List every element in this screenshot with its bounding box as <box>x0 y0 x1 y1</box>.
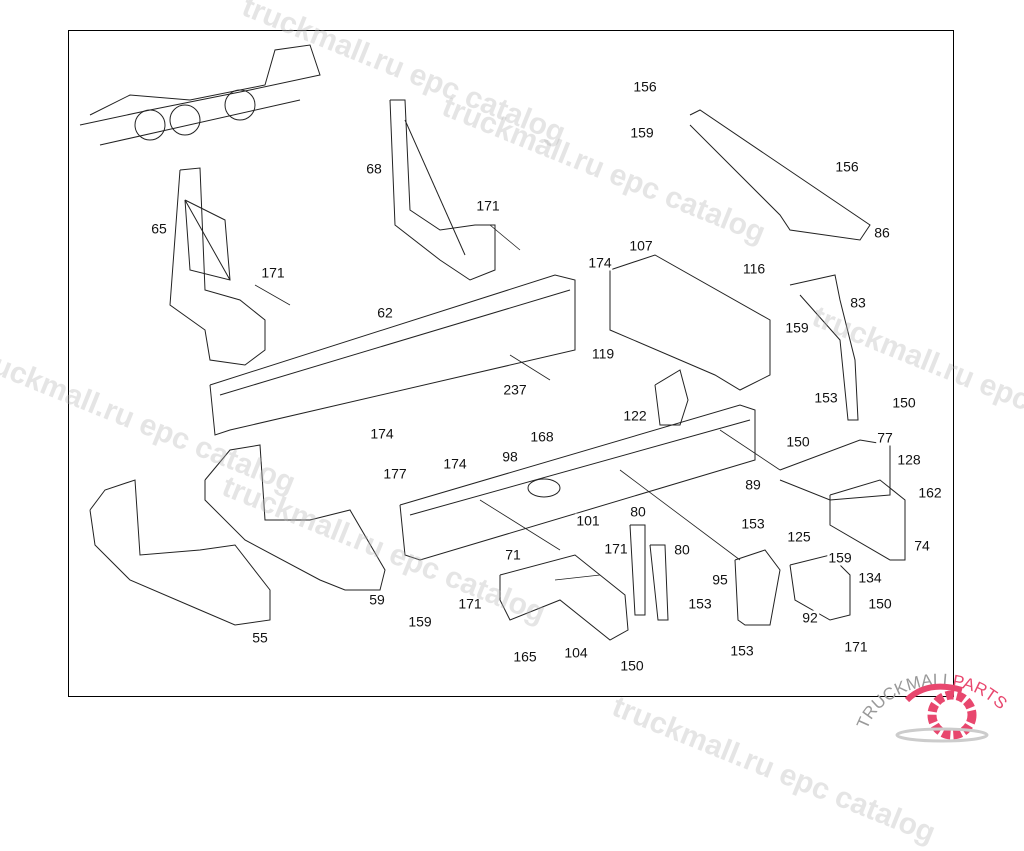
leader-lines <box>254 224 781 581</box>
part-80-b <box>649 544 669 621</box>
part-86 <box>689 109 871 241</box>
callout-label: 171 <box>457 595 483 612</box>
callout-label: 125 <box>786 528 812 545</box>
callout-label: 104 <box>563 644 589 661</box>
callout-label: 156 <box>834 158 860 175</box>
callout-label: 174 <box>587 254 613 271</box>
callout-label: 150 <box>619 657 645 674</box>
callout-label: 174 <box>442 455 468 472</box>
callout-label: 168 <box>529 428 555 445</box>
callout-label: 134 <box>857 569 883 586</box>
callout-label: 162 <box>917 484 943 501</box>
part-98-frame-rail <box>399 404 756 561</box>
callout-label: 156 <box>632 78 658 95</box>
callout-label: 150 <box>785 433 811 450</box>
callout-label: 177 <box>382 465 408 482</box>
callout-label: 98 <box>501 448 519 465</box>
callout-label: 119 <box>590 345 616 362</box>
callout-label: 92 <box>801 609 819 626</box>
callout-label: 153 <box>813 389 839 406</box>
callout-label: 237 <box>502 381 528 398</box>
part-59 <box>204 444 386 591</box>
callout-label: 171 <box>603 540 629 557</box>
callout-label: 55 <box>251 629 269 646</box>
truck-overview <box>79 44 321 146</box>
callout-label: 171 <box>475 197 501 214</box>
callout-label: 153 <box>687 595 713 612</box>
callout-label: 153 <box>729 642 755 659</box>
callout-label: 59 <box>368 591 386 608</box>
part-65 <box>169 167 266 366</box>
part-95 <box>734 549 781 626</box>
part-122 <box>654 369 689 426</box>
callout-label: 65 <box>150 220 168 237</box>
part-80-a <box>629 524 646 616</box>
callout-label: 122 <box>622 407 648 424</box>
part-68 <box>389 99 496 281</box>
part-62-frame-rail <box>209 274 576 436</box>
parts-drawing <box>79 44 906 641</box>
callout-label: 150 <box>891 394 917 411</box>
part-74 <box>829 479 906 561</box>
callout-label: 159 <box>784 319 810 336</box>
callout-label: 101 <box>575 512 601 529</box>
callout-label: 116 <box>741 260 767 277</box>
part-83 <box>789 274 859 421</box>
callout-label: 86 <box>873 224 891 241</box>
callout-label: 165 <box>512 648 538 665</box>
callout-label: 89 <box>744 476 762 493</box>
callout-label: 153 <box>740 515 766 532</box>
callout-label: 74 <box>913 537 931 554</box>
callout-label: 159 <box>629 124 655 141</box>
callout-label: 171 <box>843 638 869 655</box>
part-55 <box>89 479 271 626</box>
callout-label: 159 <box>407 613 433 630</box>
part-65-brace <box>184 199 231 281</box>
callout-label: 62 <box>376 304 394 321</box>
truckmall-parts-logo: TRUCKMALLPARTS <box>853 670 1011 743</box>
callout-label: 80 <box>629 503 647 520</box>
callout-label: 83 <box>849 294 867 311</box>
callout-label: 174 <box>369 425 395 442</box>
callout-label: 107 <box>628 237 654 254</box>
part-77 <box>779 439 891 501</box>
callout-label: 77 <box>876 429 894 446</box>
callout-label: 150 <box>867 595 893 612</box>
callout-label: 159 <box>827 549 853 566</box>
callout-label: 80 <box>673 541 691 558</box>
callout-label: 128 <box>896 451 922 468</box>
callout-label: 68 <box>365 160 383 177</box>
callout-label: 71 <box>504 546 522 563</box>
diagram-frame <box>68 30 954 697</box>
part-71 <box>499 554 629 641</box>
callout-label: 95 <box>711 571 729 588</box>
part-107 <box>609 254 771 391</box>
callout-label: 171 <box>260 264 286 281</box>
